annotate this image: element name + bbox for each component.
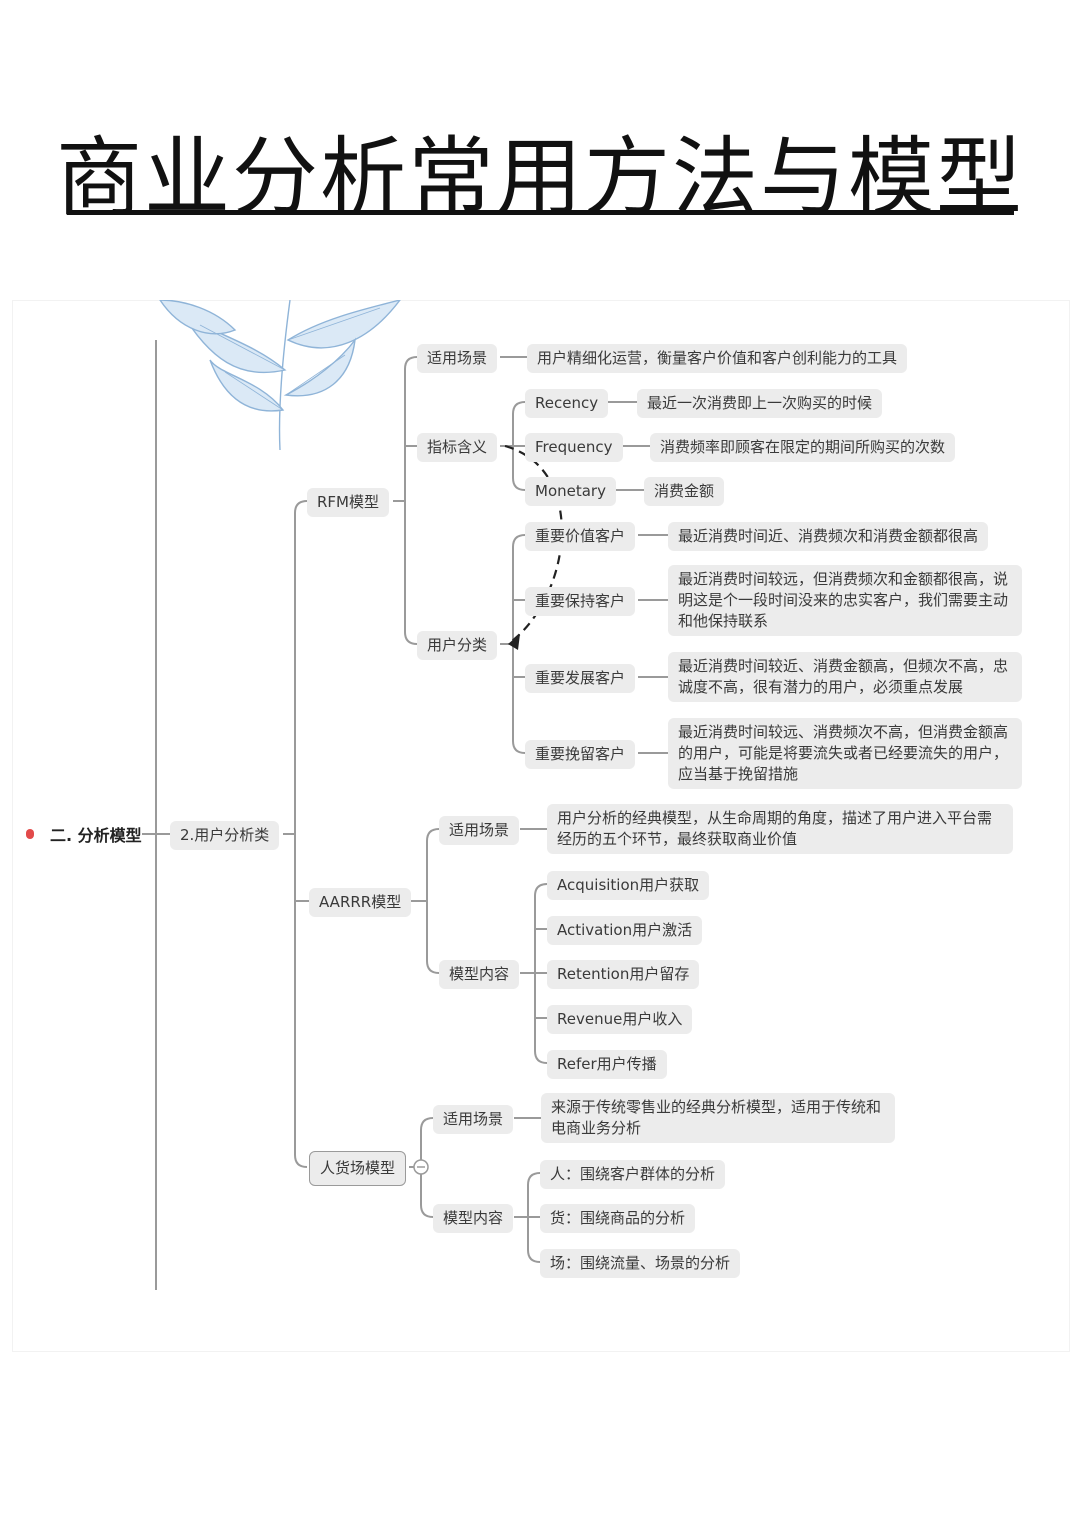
aarrr-item-retention[interactable]: Retention用户留存	[547, 960, 700, 989]
metric-desc: 最近一次消费即上一次购买的时候	[647, 394, 873, 412]
aarrr-item-label: Refer用户传播	[557, 1055, 657, 1073]
rhc-item-place[interactable]: 场：围绕流量、场景的分析	[540, 1249, 741, 1278]
rfm-model-label: RFM模型	[317, 493, 379, 511]
aarrr-scene-desc: 用户分析的经典模型，从生命周期的角度，描述了用户进入平台需经历的五个环节，最终获…	[547, 804, 1013, 854]
rfm-scene-desc: 用户精细化运营，衡量客户价值和客户创利能力的工具	[527, 344, 908, 373]
metric-frequency-desc: 消费频率即顾客在限定的期间所购买的次数	[650, 433, 956, 462]
rhc-scene-label: 适用场景	[443, 1110, 504, 1128]
rfm-metrics-label: 指标含义	[427, 438, 488, 456]
aarrr-item-acquisition[interactable]: Acquisition用户获取	[547, 871, 710, 900]
segment-keep-desc: 最近消费时间较远，但消费频次和金额都很高，说明这是个一段时间没来的忠实客户，我们…	[668, 565, 1022, 636]
rhc-scene-desc: 来源于传统零售业的经典分析模型，适用于传统和电商业务分析	[541, 1093, 895, 1143]
rhc-content-label: 模型内容	[443, 1209, 504, 1227]
segment-name: 重要保持客户	[535, 592, 626, 610]
rhc-item-label: 货：围绕商品的分析	[550, 1209, 686, 1227]
rhc-scene-node[interactable]: 适用场景	[433, 1105, 514, 1134]
metric-name: Frequency	[535, 438, 613, 456]
segment-retain-node[interactable]: 重要挽留客户	[525, 740, 636, 769]
rfm-scene-label: 适用场景	[427, 349, 488, 367]
rfm-scene-node[interactable]: 适用场景	[417, 344, 498, 373]
segment-value-node[interactable]: 重要价值客户	[525, 522, 636, 551]
rhc-model-node[interactable]: 人货场模型	[309, 1151, 407, 1186]
rhc-item-label: 人：围绕客户群体的分析	[550, 1165, 716, 1183]
segment-develop-desc: 最近消费时间较近、消费金额高，但频次不高，忠诚度不高，很有潜力的用户，必须重点发…	[668, 652, 1022, 702]
rhc-item-goods[interactable]: 货：围绕商品的分析	[540, 1204, 696, 1233]
rhc-model-label: 人货场模型	[320, 1159, 396, 1177]
rhc-item-label: 场：围绕流量、场景的分析	[550, 1254, 731, 1272]
segment-retain-desc: 最近消费时间较远、消费频次不高，但消费金额高的用户，可能是将要流失或者已经要流失…	[668, 718, 1022, 789]
metric-monetary-node[interactable]: Monetary	[525, 477, 616, 506]
metric-name: Recency	[535, 394, 599, 412]
rfm-segments-label: 用户分类	[427, 636, 488, 654]
aarrr-scene-text: 用户分析的经典模型，从生命周期的角度，描述了用户进入平台需经历的五个环节，最终获…	[557, 809, 993, 848]
aarrr-item-label: Retention用户留存	[557, 965, 690, 983]
aarrr-item-revenue[interactable]: Revenue用户收入	[547, 1005, 693, 1034]
root-label: 二. 分析模型	[50, 826, 142, 845]
aarrr-model-node[interactable]: AARRR模型	[309, 888, 412, 917]
aarrr-scene-label: 适用场景	[449, 821, 510, 839]
metric-desc: 消费金额	[654, 482, 715, 500]
root-marker-icon	[26, 829, 34, 839]
aarrr-item-activation[interactable]: Activation用户激活	[547, 916, 703, 945]
segment-name: 重要价值客户	[535, 527, 626, 545]
segment-keep-node[interactable]: 重要保持客户	[525, 587, 636, 616]
aarrr-item-label: Revenue用户收入	[557, 1010, 683, 1028]
category-node[interactable]: 2.用户分析类	[170, 821, 280, 850]
metric-name: Monetary	[535, 482, 606, 500]
leaf-illustration-icon	[159, 300, 401, 451]
metric-desc: 消费频率即顾客在限定的期间所购买的次数	[660, 438, 946, 456]
metric-frequency-node[interactable]: Frequency	[525, 433, 623, 462]
aarrr-content-node[interactable]: 模型内容	[439, 960, 520, 989]
segment-desc: 最近消费时间较近、消费金额高，但频次不高，忠诚度不高，很有潜力的用户，必须重点发…	[678, 657, 1009, 696]
metric-recency-desc: 最近一次消费即上一次购买的时候	[637, 389, 883, 418]
aarrr-item-label: Acquisition用户获取	[557, 876, 700, 894]
aarrr-model-label: AARRR模型	[319, 893, 402, 911]
segment-develop-node[interactable]: 重要发展客户	[525, 664, 636, 693]
segment-value-desc: 最近消费时间近、消费频次和消费金额都很高	[668, 522, 989, 551]
segment-desc: 最近消费时间较远，但消费频次和金额都很高，说明这是个一段时间没来的忠实客户，我们…	[678, 570, 1009, 630]
aarrr-scene-node[interactable]: 适用场景	[439, 816, 520, 845]
rfm-segments-node[interactable]: 用户分类	[417, 631, 498, 660]
aarrr-content-label: 模型内容	[449, 965, 510, 983]
rhc-item-people[interactable]: 人：围绕客户群体的分析	[540, 1160, 726, 1189]
aarrr-item-refer[interactable]: Refer用户传播	[547, 1050, 667, 1079]
title-underline	[67, 210, 1014, 215]
metric-monetary-desc: 消费金额	[644, 477, 725, 506]
rfm-model-node[interactable]: RFM模型	[307, 488, 389, 517]
metric-recency-node[interactable]: Recency	[525, 389, 609, 418]
segment-name: 重要挽留客户	[535, 745, 626, 763]
rhc-content-node[interactable]: 模型内容	[433, 1204, 514, 1233]
rfm-metrics-node[interactable]: 指标含义	[417, 433, 498, 462]
rfm-scene-text: 用户精细化运营，衡量客户价值和客户创利能力的工具	[537, 349, 898, 367]
aarrr-item-label: Activation用户激活	[557, 921, 693, 939]
segment-name: 重要发展客户	[535, 669, 626, 687]
rhc-scene-text: 来源于传统零售业的经典分析模型，适用于传统和电商业务分析	[551, 1098, 882, 1137]
root-node[interactable]: 二. 分析模型	[26, 821, 152, 850]
segment-desc: 最近消费时间较远、消费频次不高，但消费金额高的用户，可能是将要流失或者已经要流失…	[678, 723, 1009, 783]
category-label: 2.用户分析类	[180, 826, 270, 844]
segment-desc: 最近消费时间近、消费频次和消费金额都很高	[678, 527, 979, 545]
